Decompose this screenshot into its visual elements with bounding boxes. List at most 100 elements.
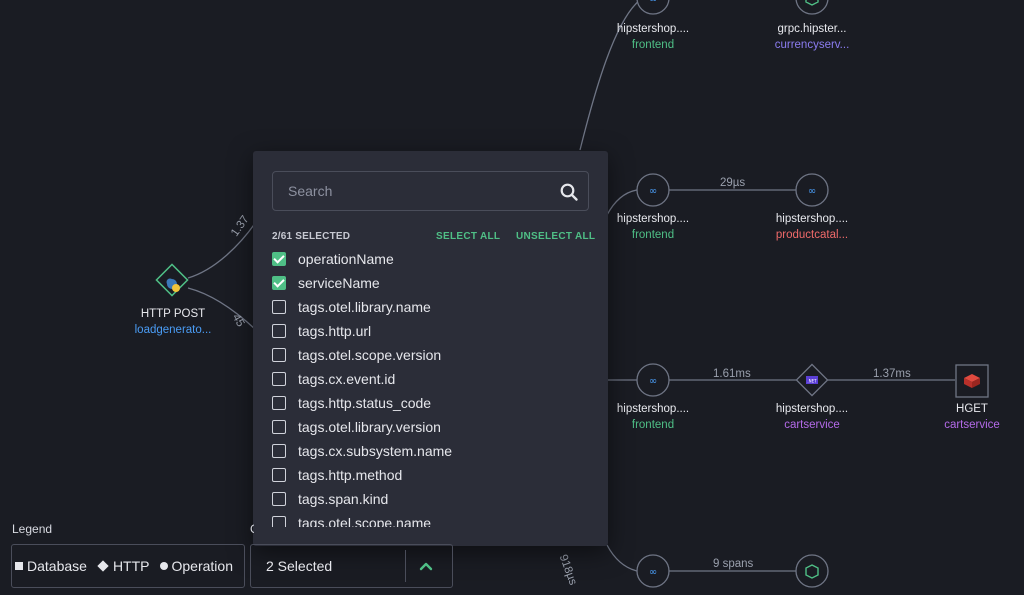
node-service: loadgenerato... bbox=[134, 324, 212, 336]
legend: Database HTTP Operation bbox=[11, 544, 245, 588]
option-label: tags.otel.library.name bbox=[298, 299, 431, 315]
option-tags-span-kind[interactable]: tags.span.kind bbox=[272, 487, 592, 511]
edge-label-fe3-cart: 1.61ms bbox=[713, 368, 751, 380]
node-name: hipstershop.... bbox=[775, 213, 849, 225]
edge-to-frontend-bottom bbox=[606, 544, 638, 572]
select-all-button[interactable]: SELECT ALL bbox=[436, 231, 501, 242]
svg-text:∞: ∞ bbox=[649, 186, 657, 197]
svg-text:.NET: .NET bbox=[807, 379, 817, 384]
checkbox[interactable] bbox=[272, 420, 286, 434]
node-name: hipstershop.... bbox=[616, 403, 690, 415]
node-name: HTTP POST bbox=[140, 308, 206, 320]
checkbox[interactable] bbox=[272, 324, 286, 338]
search-icon[interactable] bbox=[559, 182, 579, 202]
edge-label-fe2-pc: 29µs bbox=[720, 177, 746, 189]
circle-icon bbox=[159, 562, 168, 570]
legend-title: Legend bbox=[12, 522, 53, 536]
svg-text:∞: ∞ bbox=[649, 376, 657, 387]
edge-label-fe4-bottom: 9 spans bbox=[713, 558, 754, 570]
option-list[interactable]: operationName serviceName tags.otel.libr… bbox=[272, 247, 592, 527]
http-post-node-label: HTTP POST loadgenerato... bbox=[108, 306, 238, 338]
node-service: frontend bbox=[631, 39, 675, 51]
productcatalog-node[interactable]: ∞ bbox=[795, 173, 829, 207]
selected-count: 2/61 SELECTED bbox=[272, 231, 351, 242]
node-service: productcatal... bbox=[775, 229, 849, 241]
edge-label-cart-hget: 1.37ms bbox=[873, 368, 911, 380]
option-label: tags.span.kind bbox=[298, 491, 389, 507]
option-operationname[interactable]: operationName bbox=[272, 247, 592, 271]
checkbox[interactable] bbox=[272, 372, 286, 386]
cartservice-http-node[interactable]: .NET bbox=[795, 363, 829, 397]
edge-to-frontend-row2 bbox=[606, 189, 638, 216]
legend-label: Operation bbox=[171, 558, 233, 574]
checkbox[interactable] bbox=[272, 252, 286, 266]
hget-label: HGET cartservice bbox=[907, 401, 1024, 433]
checkbox[interactable] bbox=[272, 396, 286, 410]
option-tags-otel-library-version[interactable]: tags.otel.library.version bbox=[272, 415, 592, 439]
checkbox[interactable] bbox=[272, 516, 286, 527]
productcatalog-label: hipstershop.... productcatal... bbox=[747, 211, 877, 243]
node-name: grpc.hipster... bbox=[777, 23, 847, 35]
option-tags-cx-subsystem-name[interactable]: tags.cx.subsystem.name bbox=[272, 439, 592, 463]
legend-item-database: Database bbox=[15, 558, 87, 574]
search-input[interactable]: Search bbox=[272, 171, 589, 211]
option-label: tags.http.method bbox=[298, 467, 403, 483]
checkbox[interactable] bbox=[272, 348, 286, 362]
frontend-node-row3[interactable]: ∞ bbox=[636, 363, 670, 397]
node-name: hipstershop.... bbox=[616, 213, 690, 225]
option-tags-otel-scope-version[interactable]: tags.otel.scope.version bbox=[272, 343, 592, 367]
http-post-node[interactable] bbox=[155, 263, 189, 297]
checkbox[interactable] bbox=[272, 300, 286, 314]
square-icon bbox=[15, 562, 23, 570]
checkbox[interactable] bbox=[272, 492, 286, 506]
option-tags-http-status-code[interactable]: tags.http.status_code bbox=[272, 391, 592, 415]
node-service-node-bottom[interactable] bbox=[795, 554, 829, 588]
grpc-label: grpc.hipster... currencyserv... bbox=[747, 21, 877, 53]
cartservice-label: hipstershop.... cartservice bbox=[747, 401, 877, 433]
option-label: operationName bbox=[298, 251, 394, 267]
select-divider bbox=[405, 550, 406, 582]
group-by-select[interactable]: 2 Selected bbox=[250, 544, 453, 588]
frontend-node-bottom[interactable]: ∞ bbox=[636, 554, 670, 588]
option-label: tags.otel.scope.version bbox=[298, 347, 442, 363]
frontend-row3-label: hipstershop.... frontend bbox=[588, 401, 718, 433]
unselect-all-button[interactable]: UNSELECT ALL bbox=[516, 231, 596, 242]
grpc-node[interactable] bbox=[795, 0, 829, 15]
node-service: cartservice bbox=[944, 419, 1000, 431]
legend-item-operation: Operation bbox=[159, 558, 233, 574]
option-tags-cx-event-id[interactable]: tags.cx.event.id bbox=[272, 367, 592, 391]
option-label: tags.otel.scope.name bbox=[298, 515, 432, 527]
legend-label: HTTP bbox=[112, 558, 150, 574]
svg-text:∞: ∞ bbox=[649, 567, 657, 578]
frontend-node-top[interactable]: ∞ bbox=[636, 0, 670, 15]
legend-item-http: HTTP bbox=[97, 558, 150, 574]
option-label: tags.http.status_code bbox=[298, 395, 432, 411]
edge-to-frontend-top bbox=[579, 0, 641, 151]
select-value: 2 Selected bbox=[266, 558, 333, 574]
option-tags-otel-library-name[interactable]: tags.otel.library.name bbox=[272, 295, 592, 319]
edge-http-post-down bbox=[187, 287, 257, 331]
node-name: hipstershop.... bbox=[775, 403, 849, 415]
node-service: cartservice bbox=[784, 419, 840, 431]
hget-database-node[interactable] bbox=[955, 364, 989, 398]
frontend-node-row2[interactable]: ∞ bbox=[636, 173, 670, 207]
option-tags-http-method[interactable]: tags.http.method bbox=[272, 463, 592, 487]
node-service: frontend bbox=[631, 229, 675, 241]
checkbox[interactable] bbox=[272, 468, 286, 482]
frontend-top-label: hipstershop.... frontend bbox=[588, 21, 718, 53]
option-servicename[interactable]: serviceName bbox=[272, 271, 592, 295]
svg-text:∞: ∞ bbox=[649, 0, 657, 5]
checkbox[interactable] bbox=[272, 276, 286, 290]
group-by-label: G bbox=[250, 522, 254, 536]
svg-text:∞: ∞ bbox=[808, 186, 816, 197]
frontend-row2-label: hipstershop.... frontend bbox=[588, 211, 718, 243]
checkbox[interactable] bbox=[272, 444, 286, 458]
node-name: HGET bbox=[956, 403, 988, 415]
option-tags-otel-scope-name[interactable]: tags.otel.scope.name bbox=[272, 511, 592, 527]
legend-label: Database bbox=[27, 558, 87, 574]
option-label: tags.cx.event.id bbox=[298, 371, 396, 387]
chevron-up-icon[interactable] bbox=[419, 561, 433, 571]
option-tags-http-url[interactable]: tags.http.url bbox=[272, 319, 592, 343]
node-name: hipstershop.... bbox=[616, 23, 690, 35]
